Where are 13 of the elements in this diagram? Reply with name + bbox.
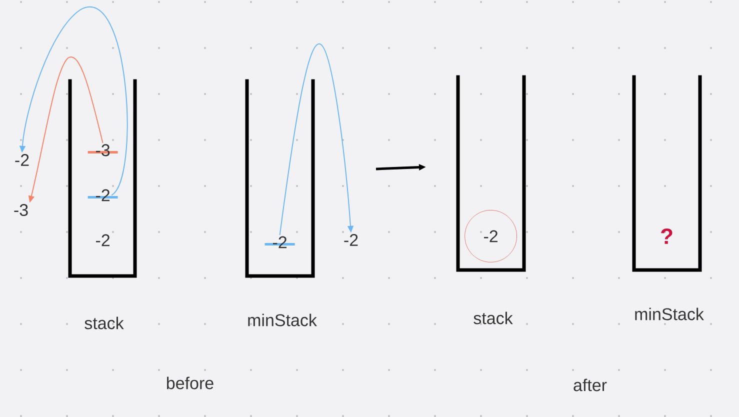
caption-label: after: [574, 378, 607, 392]
arrow: [279, 44, 354, 236]
stack-label: stack: [474, 312, 513, 324]
popped-value: -3: [14, 204, 28, 216]
popped-value: -2: [15, 154, 29, 166]
stack-label: stack: [84, 316, 124, 330]
question-mark: ?: [661, 228, 672, 244]
popped-value: -2: [344, 234, 358, 246]
stack-label: minStack: [248, 314, 317, 326]
circled-value: -2: [464, 210, 517, 262]
stack-label: minStack: [635, 308, 704, 320]
stack-value: -2: [96, 234, 110, 246]
caption-label: before: [167, 376, 214, 390]
